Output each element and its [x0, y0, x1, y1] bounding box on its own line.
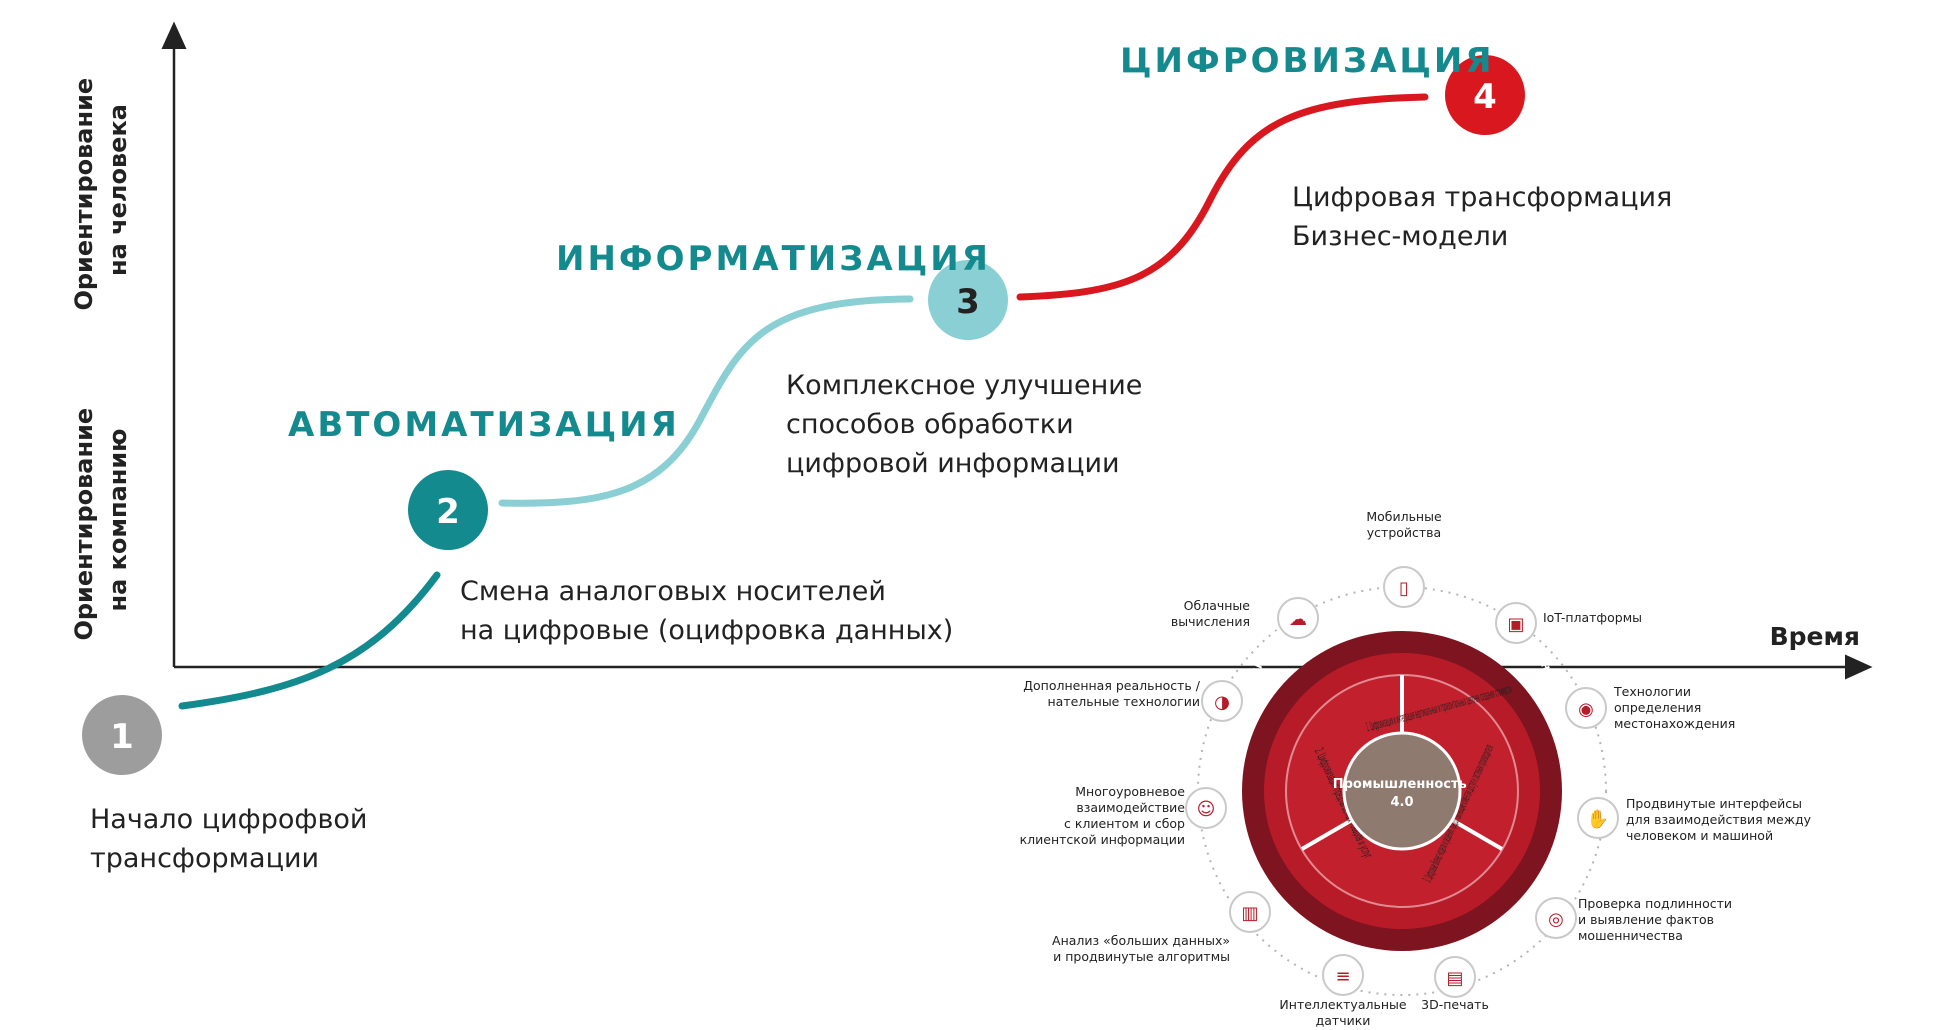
y-label-bottom: Ориентирование на компанию: [70, 399, 132, 640]
svg-text:1: 1: [110, 717, 134, 757]
stage-3-title: ИНФОРМАТИЗАЦИЯ: [556, 239, 991, 279]
svg-text:3: 3: [956, 282, 980, 322]
tech-label: IoT-платформы: [1543, 610, 1642, 625]
stage-3-marker: 3: [928, 260, 1008, 340]
ar-head-icon: ◑: [1214, 692, 1230, 713]
location-pin-icon: ◉: [1578, 699, 1594, 720]
3d-printer-icon: ▤: [1446, 968, 1463, 989]
curve-stage-3-4: [1016, 93, 1429, 301]
x-axis-label: Время: [1770, 622, 1860, 651]
stage-1-marker: 1: [82, 695, 162, 775]
tech-item: ▣ IoT-платформы: [1495, 602, 1642, 644]
fingerprint-icon: ◎: [1548, 909, 1564, 930]
tech-label: Анализ «больших данных»и продвинутые алг…: [1052, 933, 1230, 964]
big-data-icon-badge: [1229, 891, 1271, 933]
y-label-top: Ориентирование на человека: [70, 69, 132, 310]
stage-3-description: Комплексное улучшение способов обработки…: [786, 370, 1143, 479]
sensor-icon-badge: [1322, 954, 1364, 996]
stage-4-marker: 4: [1445, 55, 1525, 135]
curve-stage-2-3: [498, 295, 914, 507]
location-pin-icon-badge: [1565, 687, 1607, 729]
svg-text:4: 4: [1473, 77, 1497, 117]
mobile-icon: ▯: [1399, 578, 1409, 599]
sensor-icon: ≡: [1335, 966, 1350, 987]
curve-stage-1-2: [178, 571, 441, 710]
customer-icon: ☺: [1197, 799, 1216, 820]
tech-label: 3D-печать: [1421, 997, 1489, 1012]
iot-platform-icon: ▣: [1507, 614, 1524, 635]
svg-text:2: 2: [436, 492, 460, 532]
stage-2-title: АВТОМАТИЗАЦИЯ: [288, 405, 680, 445]
tech-item: ▥ Анализ «больших данных»и продвинутые ал…: [1052, 891, 1271, 964]
hand-interface-icon: ✋: [1587, 808, 1609, 830]
ar-head-icon-badge: [1201, 680, 1243, 722]
big-data-icon: ▥: [1241, 903, 1258, 924]
stage-1-description: Начало цифрофвой трансформации: [90, 804, 368, 874]
tech-item: ◑ Дополненная реальность /нательные техно…: [1023, 678, 1243, 722]
cloud-icon-badge: [1277, 597, 1319, 639]
3d-printer-icon-badge: [1434, 956, 1476, 998]
wheel-center: [1342, 731, 1462, 851]
tech-item: ▤ 3D-печать: [1421, 956, 1489, 1012]
customer-icon-badge: [1185, 787, 1227, 829]
tech-label: Дополненная реальность /нательные технол…: [1023, 678, 1201, 709]
mobile-icon-badge: [1383, 566, 1425, 608]
stage-4-title: ЦИФРОВИЗАЦИЯ: [1120, 41, 1495, 81]
stage-4-description: Цифровая трансформация Бизнес-модели: [1292, 182, 1673, 252]
hand-interface-icon-badge: [1577, 797, 1619, 839]
stage-2-marker: 2: [408, 470, 488, 550]
iot-platform-icon-badge: [1495, 602, 1537, 644]
fingerprint-icon-badge: [1535, 897, 1577, 939]
wheel-center-label: Промышленность 4.0: [1333, 777, 1472, 810]
industry-4-wheel: Данные и аналитика в качестве основного …: [1020, 509, 1812, 1028]
stage-2-description: Смена аналоговых носителей на цифровые (…: [460, 576, 954, 646]
cloud-icon: ☁: [1289, 609, 1307, 630]
